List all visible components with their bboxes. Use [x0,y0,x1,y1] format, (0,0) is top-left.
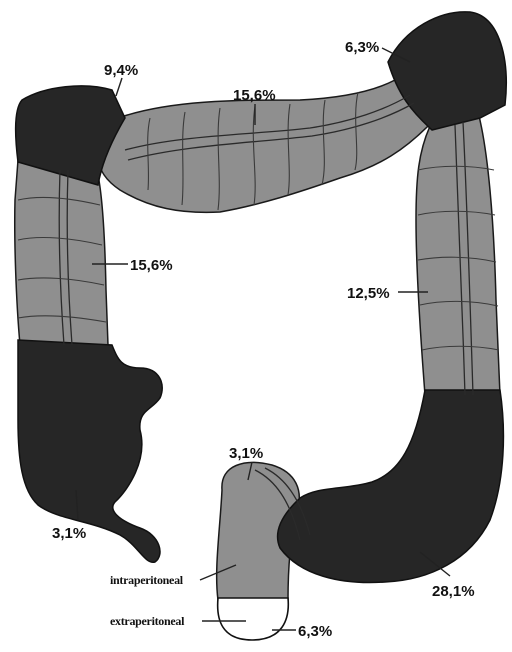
sigmoid-colon-segment [278,390,504,583]
extraperitoneal-label: extraperitoneal [110,614,185,628]
ascending-colon-segment [15,160,108,345]
transverse-colon-label: 15,6% [233,87,276,104]
rectum-extraperitoneal-label: 6,3% [298,623,332,640]
cecum-segment [18,340,162,562]
rectosigmoid-label: 3,1% [229,445,263,462]
descending-colon-segment [416,112,500,395]
ascending-colon-label: 15,6% [130,257,173,274]
rectum-extraperitoneal-segment [218,598,289,640]
hepatic-flexure-label: 9,4% [104,62,138,79]
intraperitoneal-label: intraperitoneal [110,573,184,587]
cecum-label: 3,1% [52,525,86,542]
sigmoid-colon-label: 28,1% [432,583,475,600]
hepatic-leader [116,78,122,96]
descending-colon-label: 12,5% [347,285,390,302]
splenic-flexure-label: 6,3% [345,39,379,56]
